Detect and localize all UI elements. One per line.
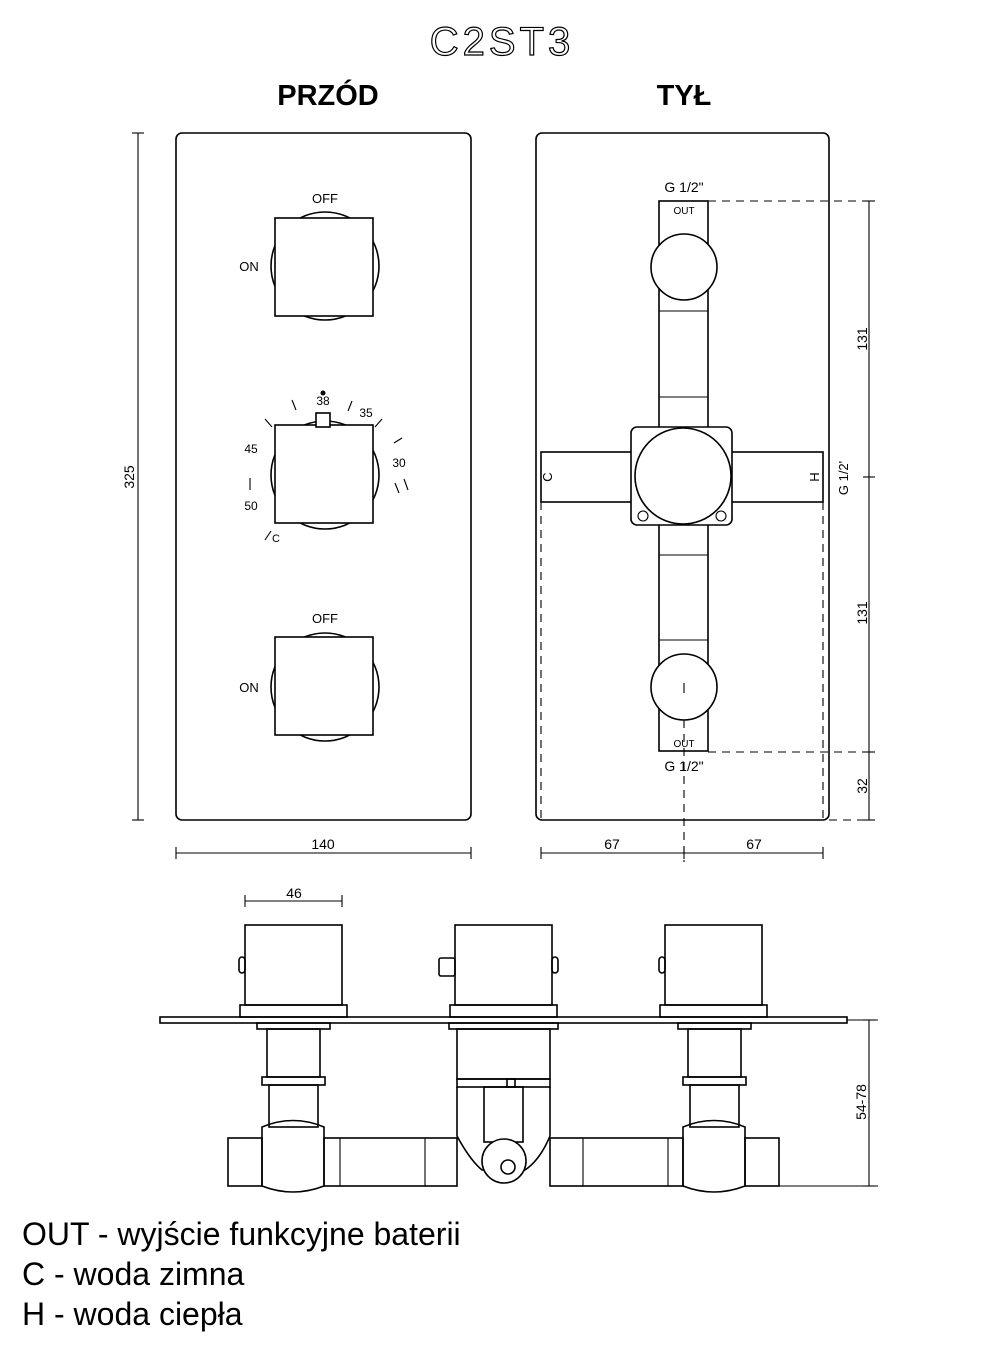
height-value: 325 bbox=[121, 465, 137, 489]
bottom-offset-value: 32 bbox=[854, 778, 870, 794]
temp-35-label: 35 bbox=[359, 406, 373, 420]
width-dimension: 140 bbox=[175, 836, 472, 859]
side-view: 46 bbox=[159, 885, 878, 1193]
temp-30-label: 30 bbox=[392, 456, 406, 470]
front-view: OFF ON 38 35 30 45 50 C bbox=[121, 132, 472, 859]
lower-spacing-value: 131 bbox=[854, 601, 870, 625]
top-knob-off-label: OFF bbox=[312, 191, 338, 206]
bottom-knob-off-label: OFF bbox=[312, 611, 338, 626]
cold-inlet-label: C bbox=[540, 472, 555, 481]
depth-value: 54-78 bbox=[853, 1084, 869, 1120]
back-view: OUT G 1/2" OUT G 1/2" C H G 1/2' 131 131… bbox=[535, 132, 875, 862]
hot-inlet-label: H bbox=[807, 472, 822, 481]
upper-spacing-value: 131 bbox=[854, 327, 870, 351]
bottom-knob-on-label: ON bbox=[239, 680, 259, 695]
knob-width-value: 46 bbox=[286, 885, 302, 901]
legend-cold: C - woda zimna bbox=[22, 1256, 245, 1292]
half-right-value: 67 bbox=[746, 836, 762, 852]
top-out-label: OUT bbox=[673, 206, 694, 217]
back-view-title: TYŁ bbox=[657, 80, 712, 112]
temp-45-label: 45 bbox=[244, 442, 258, 456]
half-left-value: 67 bbox=[604, 836, 620, 852]
temp-38-label: 38 bbox=[316, 394, 330, 408]
height-dimension: 325 bbox=[121, 132, 144, 821]
back-plate bbox=[535, 132, 830, 821]
legend-hot: H - woda ciepła bbox=[22, 1296, 243, 1332]
legend: OUT - wyjście funkcyjne baterii C - woda… bbox=[22, 1214, 461, 1334]
front-view-title: PRZÓD bbox=[277, 78, 379, 112]
hot-thread-label: G 1/2' bbox=[836, 461, 851, 495]
width-value: 140 bbox=[311, 836, 335, 852]
top-knob-on-label: ON bbox=[239, 259, 259, 274]
front-plate bbox=[175, 132, 472, 821]
model-title: C2ST3 bbox=[430, 20, 575, 64]
top-knob: OFF ON bbox=[239, 191, 380, 321]
thermostat-knob: 38 35 30 45 50 C bbox=[244, 390, 409, 545]
bottom-knob: OFF ON bbox=[239, 611, 380, 742]
bottom-out-label: OUT bbox=[673, 739, 694, 750]
temp-50-label: 50 bbox=[244, 499, 258, 513]
cold-stop-label: C bbox=[272, 533, 280, 545]
top-thread-label: G 1/2" bbox=[664, 179, 703, 195]
legend-out: OUT - wyjście funkcyjne baterii bbox=[22, 1216, 461, 1252]
